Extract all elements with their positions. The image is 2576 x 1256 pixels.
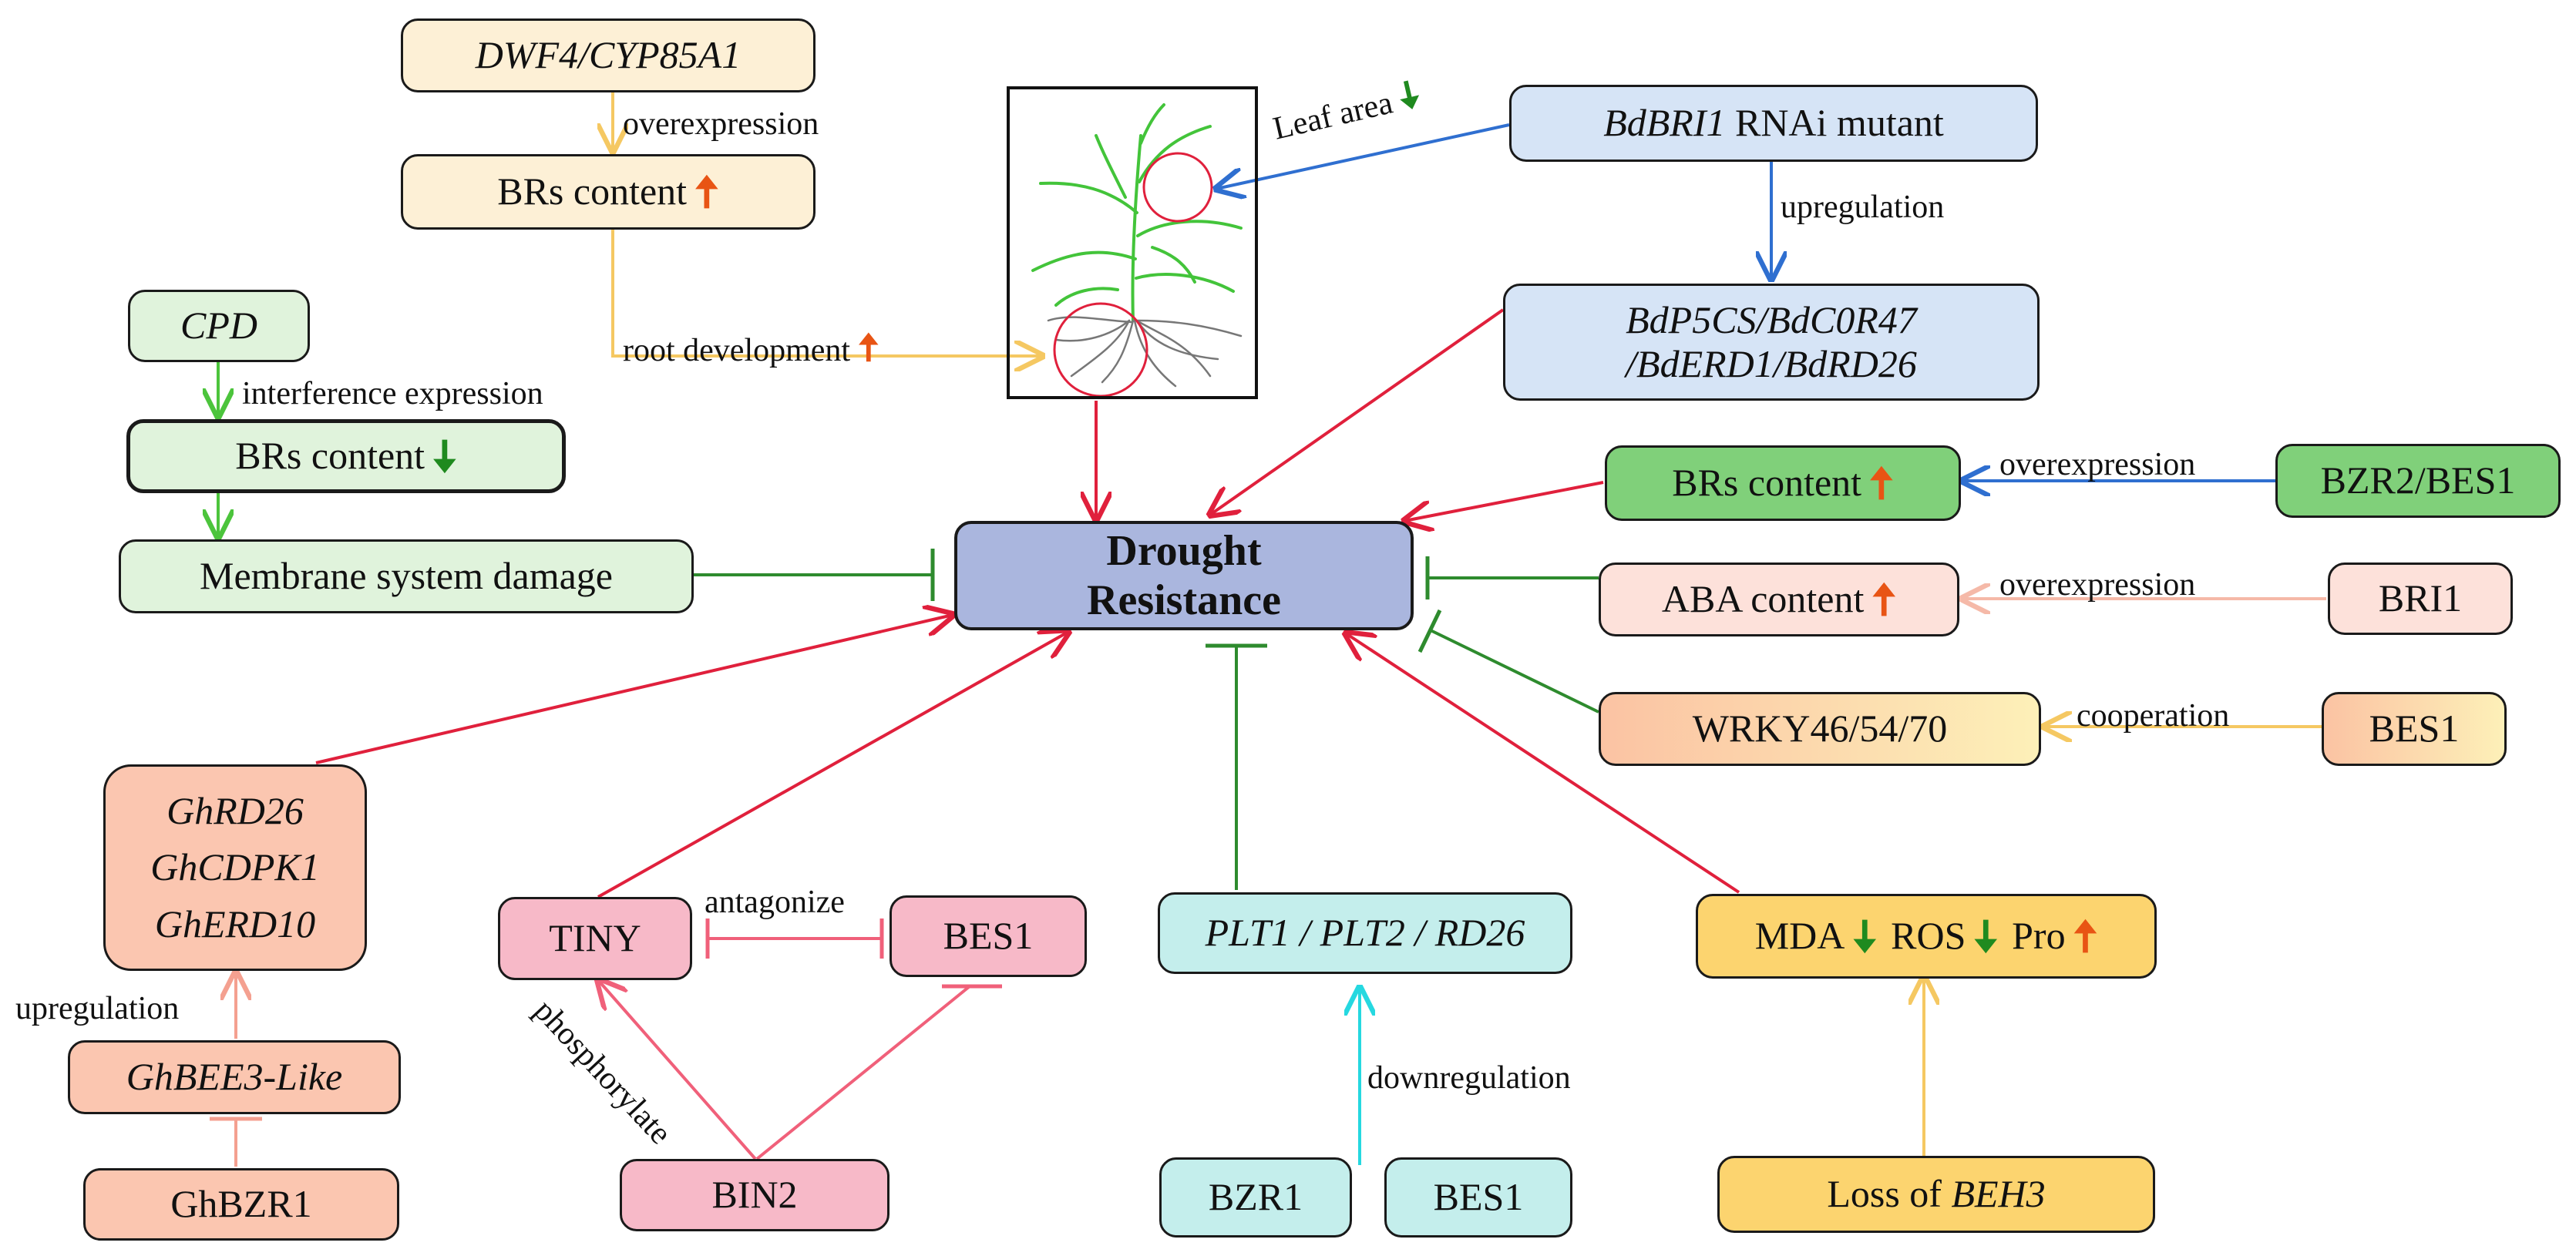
arrow-brs-root bbox=[611, 230, 1042, 356]
bes1-label-mid: BES1 bbox=[943, 914, 1034, 958]
drought-resistance-node: Drought Resistance bbox=[954, 521, 1414, 630]
upregulation-label-left: upregulation bbox=[15, 991, 180, 1026]
arrow-bdp5cs-center bbox=[1210, 308, 1505, 515]
center-line-2: Resistance bbox=[1087, 576, 1281, 624]
bzr1-label: BZR1 bbox=[1208, 1175, 1303, 1219]
bdbri1-gene-label: BdBRI1 bbox=[1603, 101, 1726, 145]
antagonize-label: antagonize bbox=[705, 885, 845, 920]
inhibit-bin2-bes1 bbox=[755, 985, 971, 1160]
brs-content-label-right: BRs content bbox=[1672, 461, 1862, 505]
beh3-prefix-label: Loss of bbox=[1827, 1172, 1952, 1216]
plant-drawing bbox=[1031, 103, 1243, 398]
down-arrow-icon: 🠇 bbox=[1852, 909, 1878, 962]
cooperation-label: cooperation bbox=[2077, 698, 2230, 734]
downregulation-label: downregulation bbox=[1367, 1060, 1571, 1096]
dwf4-node: DWF4/CYP85A1 bbox=[401, 18, 816, 92]
leaf-highlight-circle bbox=[1142, 152, 1213, 223]
wrky-label: WRKY46/54/70 bbox=[1692, 707, 1948, 751]
dwf4-label: DWF4/CYP85A1 bbox=[475, 33, 742, 77]
interference-expression-label: interference expression bbox=[242, 376, 543, 411]
bri1-node: BRI1 bbox=[2328, 563, 2513, 635]
bin2-label: BIN2 bbox=[711, 1173, 798, 1217]
pro-label: Pro bbox=[2012, 914, 2066, 958]
ros-label: ROS bbox=[1891, 914, 1966, 958]
root-highlight-circle bbox=[1053, 302, 1148, 398]
bdp5cs-node: BdP5CS/BdC0R47 /BdERD1/BdRD26 bbox=[1503, 284, 2040, 401]
bdp5cs-line-1: BdP5CS/BdC0R47 bbox=[1626, 297, 1917, 341]
beh3-gene-label: BEH3 bbox=[1951, 1172, 2046, 1216]
brs-content-up-node-right: BRs content 🠅 bbox=[1605, 445, 1961, 521]
center-line-1: Drought bbox=[1106, 526, 1262, 575]
arrow-tiny-center bbox=[597, 632, 1068, 898]
ghbee3-label: GhBEE3-Like bbox=[126, 1055, 343, 1099]
arrow-mda-center bbox=[1346, 633, 1740, 894]
arrow-brs-right-center bbox=[1404, 481, 1604, 521]
bes1-node-mid: BES1 bbox=[889, 895, 1087, 977]
overexpression-label-bzr2: overexpression bbox=[1999, 447, 2196, 482]
brs-content-down-label: BRs content bbox=[235, 434, 425, 478]
cpd-node: CPD bbox=[128, 290, 310, 362]
ghrd26-label: GhRD26 bbox=[166, 788, 304, 832]
wrky-node: WRKY46/54/70 bbox=[1599, 692, 2041, 766]
root-development-label: root development🠅 bbox=[623, 328, 879, 367]
ghbzr1-node: GhBZR1 bbox=[83, 1168, 399, 1241]
bdbri1-rest-label: RNAi mutant bbox=[1725, 101, 1944, 145]
overexpression-label-bri1: overexpression bbox=[1999, 567, 2196, 603]
bzr2-bes1-label: BZR2/BES1 bbox=[2320, 458, 2516, 502]
ghbee3-node: GhBEE3-Like bbox=[68, 1040, 401, 1114]
root-development-text: root development bbox=[623, 333, 851, 368]
gherd10-label: GhERD10 bbox=[154, 902, 316, 945]
bes1-node-right: BES1 bbox=[2322, 692, 2507, 766]
bes1-label-bottom: BES1 bbox=[1433, 1175, 1524, 1219]
bdp5cs-line-2: /BdERD1/BdRD26 bbox=[1626, 342, 1917, 385]
upregulation-label-right: upregulation bbox=[1781, 190, 1945, 225]
mda-label: MDA bbox=[1754, 914, 1845, 958]
aba-content-node: ABA content 🠅 bbox=[1599, 563, 1959, 636]
bin2-node: BIN2 bbox=[620, 1159, 889, 1231]
plt-node: PLT1 / PLT2 / RD26 bbox=[1158, 892, 1572, 974]
mda-ros-pro-node: MDA 🠇 ROS 🠇 Pro 🠅 bbox=[1696, 894, 2157, 979]
arrow-bin2-tiny bbox=[598, 980, 757, 1160]
ghcdpk1-label: GhCDPK1 bbox=[150, 845, 320, 889]
up-arrow-icon: 🠅 bbox=[694, 165, 719, 218]
tiny-node: TINY bbox=[498, 897, 692, 980]
up-arrow-icon: 🠅 bbox=[858, 325, 879, 370]
arrow-gh-center bbox=[315, 615, 953, 764]
down-arrow-icon: 🠇 bbox=[1973, 909, 1999, 962]
cpd-label: CPD bbox=[180, 304, 257, 348]
brs-content-label-top: BRs content bbox=[497, 170, 688, 213]
membrane-damage-node: Membrane system damage bbox=[119, 539, 694, 613]
bes1-label-right: BES1 bbox=[2369, 707, 2460, 751]
brs-content-up-node-top: BRs content 🠅 bbox=[401, 154, 816, 230]
ghbzr1-label: GhBZR1 bbox=[170, 1182, 312, 1226]
arrow-bdbri1-leaf bbox=[1216, 123, 1510, 189]
gh-genes-node: GhRD26 GhCDPK1 GhERD10 bbox=[103, 764, 367, 971]
brs-content-down-node: BRs content 🠇 bbox=[126, 419, 566, 493]
bzr1-node: BZR1 bbox=[1159, 1157, 1352, 1238]
bdbri1-node: BdBRI1 RNAi mutant bbox=[1509, 85, 2038, 162]
down-arrow-icon: 🠇 bbox=[432, 429, 457, 482]
inhibit-wrky-center bbox=[1430, 629, 1599, 714]
up-arrow-icon: 🠅 bbox=[1869, 456, 1894, 509]
plant-illustration bbox=[1007, 86, 1258, 399]
tiny-label: TINY bbox=[549, 916, 641, 960]
up-arrow-icon: 🠅 bbox=[2073, 909, 2098, 962]
beh3-node: Loss of BEH3 bbox=[1717, 1156, 2155, 1233]
membrane-damage-label: Membrane system damage bbox=[200, 554, 613, 598]
bzr2-bes1-node: BZR2/BES1 bbox=[2275, 444, 2561, 518]
aba-content-label: ABA content bbox=[1661, 577, 1865, 621]
bri1-label: BRI1 bbox=[2378, 576, 2463, 620]
up-arrow-icon: 🠅 bbox=[1871, 573, 1897, 626]
bes1-node-bottom: BES1 bbox=[1384, 1157, 1572, 1238]
overexpression-label-top: overexpression bbox=[623, 106, 819, 142]
plt-label: PLT1 / PLT2 / RD26 bbox=[1205, 911, 1525, 955]
